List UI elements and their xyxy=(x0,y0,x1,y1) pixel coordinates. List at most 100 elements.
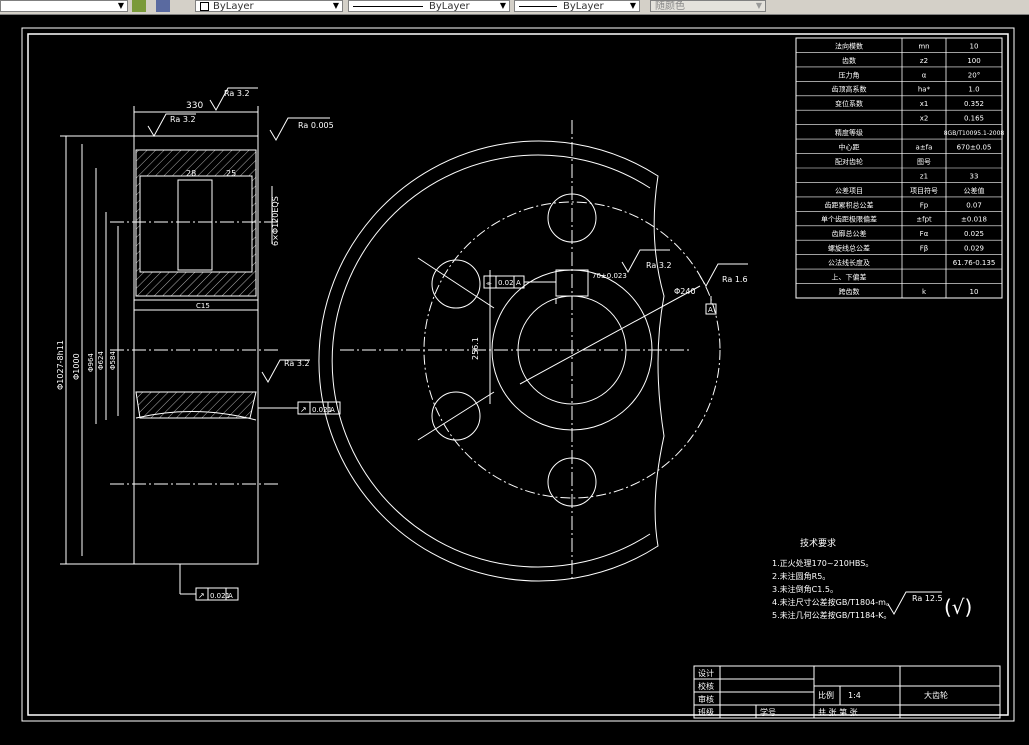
param-value-cell: 8GB/T10095.1-2008 xyxy=(944,130,1005,137)
plotstyle-combo-value: 随颜色 xyxy=(655,1,685,12)
runout-arrow-icon: ↗ xyxy=(300,405,307,414)
param-name-cell: 配对齿轮 xyxy=(835,157,863,166)
technical-notes: 技术要求 1.正火处理170~210HBS。 2.未注圆角R5。 3.未注倒角C… xyxy=(772,537,972,620)
ra-general-text: Ra 12.5 xyxy=(912,594,943,603)
layer-states-icon[interactable] xyxy=(132,0,146,12)
param-name-cell: 中心距 xyxy=(839,143,860,152)
front-view xyxy=(318,120,748,582)
layer-previous-icon[interactable] xyxy=(156,0,170,12)
bore-text: Φ240 xyxy=(674,287,696,296)
param-value-cell: 0.165 xyxy=(964,115,984,123)
plotstyle-combo[interactable]: 随颜色 ▼ xyxy=(650,0,766,12)
param-name-cell: 压力角 xyxy=(839,70,860,79)
roughness-symbol xyxy=(261,359,310,384)
drawing-canvas[interactable]: 330 Ra 3.2 Ra 3.2 Ra 0.005 28 25 C15 6×Φ… xyxy=(0,15,1029,741)
symmetry-icon: ⌯ xyxy=(486,279,492,287)
hole-center-line xyxy=(417,257,495,309)
param-symbol-cell: ha* xyxy=(918,86,931,94)
param-symbol-cell: 图号 xyxy=(917,158,931,166)
param-symbol-cell: k xyxy=(922,288,927,296)
bore-dim-leader xyxy=(519,285,701,385)
param-symbol-cell: Fβ xyxy=(920,245,929,253)
chevron-down-icon: ▼ xyxy=(332,1,340,10)
section-view xyxy=(60,87,341,601)
note-line-4: 4.未注尺寸公差按GB/T1804-m。 xyxy=(772,597,894,607)
chevron-down-icon: ▼ xyxy=(117,1,125,10)
lightening-hole-2 xyxy=(431,259,481,309)
roughness-symbol xyxy=(887,591,942,616)
chevron-down-icon: ▼ xyxy=(499,1,507,10)
param-value-cell: 10 xyxy=(970,42,979,50)
tb-part-name: 大齿轮 xyxy=(924,690,948,700)
param-value-cell: 0.025 xyxy=(964,230,984,238)
linetype-combo-value: ByLayer xyxy=(429,1,470,12)
param-value-cell: 1.0 xyxy=(968,86,979,94)
runout-top-text: Ra 0.005 xyxy=(298,121,334,130)
tb-review: 审核 xyxy=(698,694,714,704)
note-line-2: 2.未注圆角R5。 xyxy=(772,571,830,581)
ra-side-text: Ra 3.2 xyxy=(284,359,310,368)
param-value-cell: 公差值 xyxy=(964,186,985,195)
note-line-5: 5.未注几何公差按GB/T1184-K。 xyxy=(772,610,891,620)
tb-scale-value: 1:4 xyxy=(848,691,861,700)
roughness-symbol xyxy=(621,249,670,274)
layer-combo[interactable]: ▼ xyxy=(0,0,128,12)
color-combo-value: ByLayer xyxy=(213,1,254,12)
sym-datum: A xyxy=(516,279,521,287)
dim-d1-text: Φ1027-8h11 xyxy=(56,340,65,390)
param-symbol-cell: 项目符号 xyxy=(910,186,938,195)
param-symbol-cell: ±fpt xyxy=(916,216,932,224)
param-value-cell: 100 xyxy=(967,57,980,65)
param-name-cell: 公法线长度及 xyxy=(828,258,870,267)
tb-student-no: 学号 xyxy=(760,707,776,717)
param-symbol-cell: x2 xyxy=(920,115,929,123)
param-name-cell: 公差项目 xyxy=(835,186,863,195)
color-combo[interactable]: ByLayer ▼ xyxy=(195,0,343,12)
dim-25-text: 25 xyxy=(226,169,236,178)
notes-title: 技术要求 xyxy=(800,537,836,549)
param-value-cell: 0.07 xyxy=(966,201,982,209)
ra-face-text: Ra 3.2 xyxy=(170,115,196,124)
dim-d3-text: Φ964 xyxy=(87,353,95,372)
color-swatch-icon xyxy=(200,1,209,11)
chevron-down-icon: ▼ xyxy=(629,1,637,10)
param-name-cell: 法向模数 xyxy=(835,41,863,50)
param-name-cell: 单个齿距极限偏差 xyxy=(821,215,877,224)
lightening-hole xyxy=(177,179,213,271)
tb-scale-label: 比例 xyxy=(818,690,834,700)
param-symbol-cell: α xyxy=(922,71,927,79)
tb-check: 校核 xyxy=(698,681,714,691)
runout-bot-value: 0.021 xyxy=(210,592,230,600)
properties-toolbar: ▼ ByLayer ▼ ByLayer ▼ ByLayer ▼ 随颜色 ▼ xyxy=(0,0,1029,15)
param-value-cell: 20° xyxy=(968,71,980,79)
roughness-symbol xyxy=(147,113,196,138)
inner-frame xyxy=(27,33,1009,716)
param-value-cell: 0.029 xyxy=(964,245,984,253)
param-symbol-cell: x1 xyxy=(920,100,929,108)
runout-mid-value: 0.021 xyxy=(312,406,332,414)
sym-value: 0.02 xyxy=(498,279,514,287)
param-name-cell: 齿距累积总公差 xyxy=(825,200,874,209)
param-name-cell: 齿数 xyxy=(842,56,856,65)
dim-holes-text: 6×Φ120EQS xyxy=(271,196,280,246)
param-symbol-cell: Fα xyxy=(920,230,929,238)
lineweight-combo[interactable]: ByLayer ▼ xyxy=(514,0,640,12)
param-value-cell: 670±0.05 xyxy=(957,144,992,152)
param-value-cell: ±0.018 xyxy=(961,216,987,224)
roughness-symbol xyxy=(699,263,748,288)
param-value-cell: 61.76-0.135 xyxy=(953,259,996,267)
gear-face-inner xyxy=(331,154,651,568)
linetype-combo[interactable]: ByLayer ▼ xyxy=(348,0,510,12)
linetype-preview-icon xyxy=(353,5,423,7)
param-value-cell: 33 xyxy=(970,172,979,180)
param-symbol-cell: Fp xyxy=(920,201,929,209)
param-name-cell: 齿廓总公差 xyxy=(832,229,867,238)
runout-bot-datum: A xyxy=(228,592,233,600)
lightening-hole-3 xyxy=(431,391,481,441)
bore-ra-text: Ra 1.6 xyxy=(722,275,748,284)
section-view-text: 330 Ra 3.2 Ra 3.2 Ra 0.005 28 25 C15 6×Φ… xyxy=(56,89,335,600)
key-width-text: 70±0.023 xyxy=(592,272,627,280)
param-name-cell: 上、下偏差 xyxy=(832,273,867,282)
dim-d4-text: Φ624 xyxy=(97,351,105,370)
